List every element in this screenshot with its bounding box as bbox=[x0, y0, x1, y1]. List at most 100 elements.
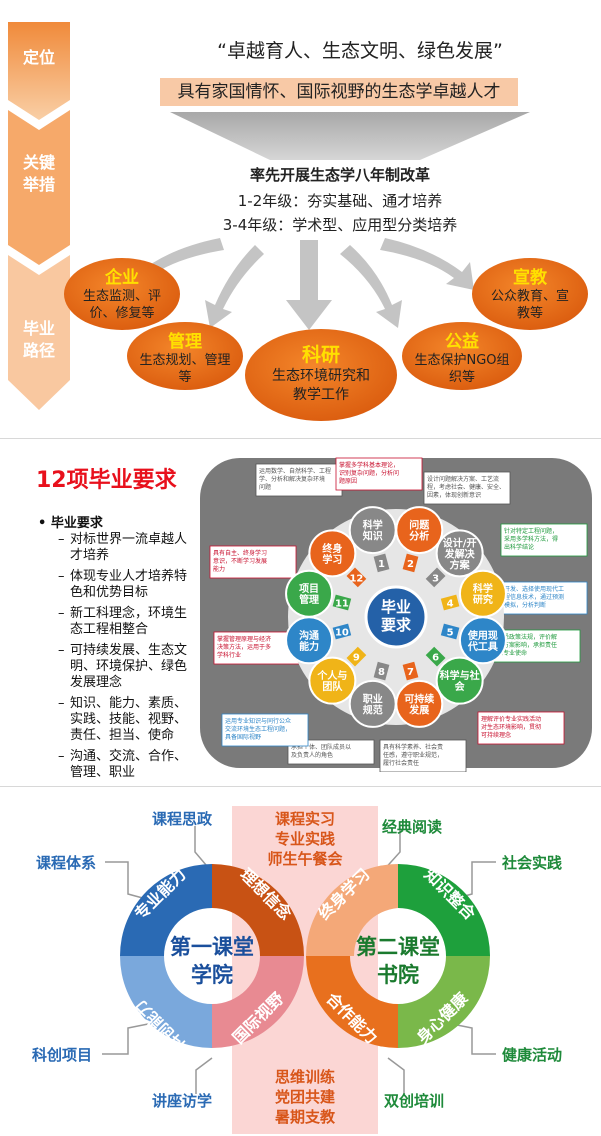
note-text: 设计问题解决方案、工艺流 bbox=[427, 475, 499, 483]
spoke-number: 5 bbox=[447, 627, 454, 638]
note-text: 任感，遵守职业规范， bbox=[383, 751, 443, 759]
spoke-number: 7 bbox=[407, 667, 414, 678]
path-title: 公益 bbox=[445, 332, 479, 352]
path-desc: 等 bbox=[178, 370, 192, 385]
requirement-node-label: 团队 bbox=[322, 680, 343, 693]
path-title: 宣教 bbox=[513, 268, 547, 288]
stage-label-positioning: 定位 bbox=[22, 48, 55, 67]
motto: “卓越育人、生态文明、绿色发展” bbox=[217, 40, 503, 62]
center-band bbox=[232, 806, 378, 1134]
spoke-number: 12 bbox=[349, 573, 363, 584]
ring-segment-innovation bbox=[120, 956, 212, 1048]
spoke-number: 9 bbox=[353, 653, 360, 664]
note-text: 可持续理念 bbox=[481, 731, 511, 739]
note-text: 理解评价专业实践活动 bbox=[481, 715, 541, 723]
spoke-number: 1 bbox=[378, 559, 385, 570]
requirement-node-label: 科学 bbox=[473, 582, 493, 595]
spoke-arrow bbox=[402, 661, 419, 681]
requirement-node-label: 问题 bbox=[409, 519, 430, 532]
note-text: 意识，不断学习发展 bbox=[213, 557, 267, 565]
note-text: 运用专业知识与同行公众 bbox=[225, 717, 291, 725]
note-text: 履行社会责任 bbox=[383, 759, 419, 767]
spoke-number: 11 bbox=[335, 599, 349, 610]
note-text: 决方案影响，承担责任 bbox=[497, 641, 557, 649]
requirement-node-label: 设计/开 bbox=[443, 536, 477, 549]
year-plan-2: 3-4年级：学术型、应用型分类培养 bbox=[222, 216, 458, 234]
left-label: 讲座访学 bbox=[152, 1092, 212, 1110]
spoke-arrow bbox=[373, 661, 390, 681]
requirement-node bbox=[348, 679, 397, 728]
ring-segment-international bbox=[212, 956, 304, 1048]
requirement-node-label: 职业 bbox=[363, 692, 383, 705]
note-box bbox=[255, 463, 343, 497]
list-item: 知识、能力、素质、实践、技能、视野、责任、担当、使命 bbox=[58, 696, 198, 744]
stage-label-measures: 关键 举措 bbox=[22, 153, 55, 194]
note-text: 针对特定工程问题， bbox=[504, 527, 558, 535]
path-title: 科研 bbox=[301, 344, 340, 366]
spoke-number: 8 bbox=[378, 667, 385, 678]
list-item: 新工科理念，环境生态工程相整合 bbox=[58, 606, 198, 638]
note-text: 采用多学科方法，得 bbox=[504, 535, 558, 543]
note-text: 和专业使命 bbox=[497, 649, 527, 657]
requirement-node-label: 可持续 bbox=[404, 692, 434, 705]
requirement-node-label: 学习 bbox=[322, 553, 342, 566]
band-top-label: 师生午餐会 bbox=[267, 850, 342, 868]
stage-label-graduation-path: 毕业 路径 bbox=[22, 319, 55, 360]
requirement-node-label: 发解决 bbox=[444, 547, 476, 560]
stage-chevron-3 bbox=[8, 255, 70, 410]
spoke-number: 4 bbox=[447, 599, 454, 610]
path-oval-welfare bbox=[402, 322, 522, 390]
list-item: 体现专业人才培养特色和优势目标 bbox=[58, 569, 198, 601]
spoke-arrow bbox=[373, 553, 390, 573]
note-box bbox=[221, 713, 309, 747]
note-text: 识别复杂问题，分析问 bbox=[339, 469, 399, 477]
requirement-node-label: 个人与 bbox=[316, 669, 347, 682]
requirement-node-label: 沟通 bbox=[299, 629, 319, 642]
requirements-heading: • 毕业要求 bbox=[38, 516, 103, 531]
note-text: 掌握多学科基本理论， bbox=[339, 461, 399, 469]
note-text: 因素，体现创新意识 bbox=[427, 491, 481, 499]
path-oval-enterprise bbox=[64, 258, 180, 330]
note-box bbox=[209, 545, 297, 579]
left-label: 课程体系 bbox=[36, 854, 96, 872]
path-research: 科研 生态环境研究和 教学工作 bbox=[245, 340, 397, 405]
note-box bbox=[500, 523, 588, 557]
requirement-node bbox=[435, 656, 484, 705]
path-desc: 价、修复等 bbox=[89, 306, 155, 321]
requirement-node bbox=[435, 529, 484, 578]
path-desc: 生态规划、管理 bbox=[139, 353, 231, 368]
note-box bbox=[477, 711, 565, 745]
requirement-node-label: 能力 bbox=[299, 640, 319, 653]
funnel-top bbox=[170, 112, 530, 160]
list-item: 对标世界一流卓越人才培养 bbox=[58, 532, 198, 564]
requirement-node-label: 发展 bbox=[408, 703, 429, 716]
requirement-node-label: 科学 bbox=[363, 519, 383, 532]
note-text: 出科学结论 bbox=[504, 543, 534, 551]
requirement-node bbox=[285, 569, 334, 618]
right-label: 社会实践 bbox=[501, 854, 562, 872]
path-oval-management bbox=[127, 322, 243, 390]
spoke-number: 10 bbox=[335, 627, 349, 638]
band-bottom-label: 思维训练 bbox=[275, 1068, 335, 1086]
note-box bbox=[500, 581, 588, 615]
note-text: 学科行业 bbox=[217, 651, 241, 659]
list-item: 沟通、交流、合作、管理、职业 bbox=[58, 749, 198, 781]
path-management: 管理 生态规划、管理 等 bbox=[127, 327, 243, 386]
requirement-node-label: 管理 bbox=[299, 593, 319, 606]
note-box bbox=[423, 471, 511, 505]
note-text: 能力 bbox=[213, 565, 225, 573]
requirements-wheel: 运用数学、自然科学、工程学、分析和解决复杂环境问题掌握多学科基本理论，识别复杂问… bbox=[200, 457, 592, 772]
section-divider bbox=[0, 438, 601, 439]
note-text: 学、分析和解决复杂环境 bbox=[259, 475, 325, 483]
note-box bbox=[379, 739, 467, 772]
spoke-number: 3 bbox=[432, 573, 439, 584]
note-text: 对生态环境影响，贯彻 bbox=[481, 723, 541, 731]
note-text: 熟悉政策法规，评价解 bbox=[497, 633, 557, 641]
spoke-arrow bbox=[332, 623, 352, 640]
reform-title: 率先开展生态学八年制改革 bbox=[249, 166, 430, 184]
note-text: 具有科学素养、社会责 bbox=[383, 743, 443, 751]
right-label: 双创培训 bbox=[384, 1092, 444, 1110]
talent-goal: 具有家国情怀、国际视野的生态学卓越人才 bbox=[160, 78, 518, 106]
spoke-arrow bbox=[440, 594, 460, 611]
band-top-label: 专业实践 bbox=[275, 830, 335, 848]
